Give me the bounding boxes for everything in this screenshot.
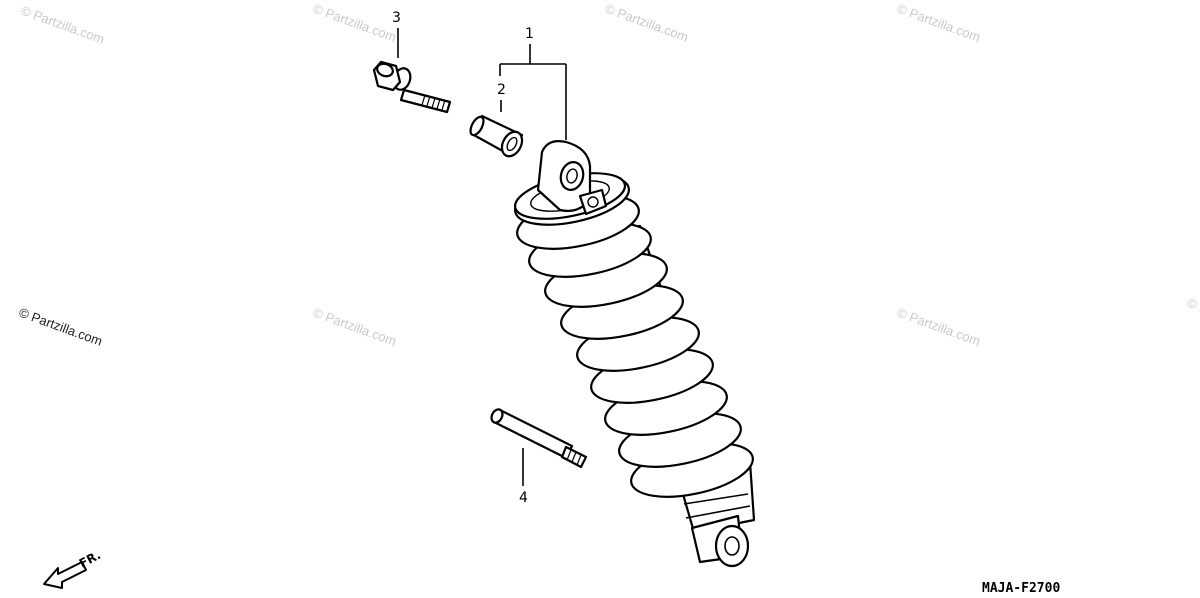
watermark-dark: © Partzilla.com	[17, 305, 104, 349]
watermark: © Partzilla.com	[895, 1, 982, 45]
collar	[469, 114, 524, 158]
leader-lines	[397, 28, 567, 486]
front-direction-arrow: FR.	[43, 548, 103, 589]
rear-shock-absorber	[513, 140, 756, 568]
callout-3: 3	[392, 10, 401, 26]
front-direction-label: FR.	[77, 548, 103, 571]
callout-4: 4	[519, 490, 528, 506]
watermark: © Partzilla.com	[19, 3, 106, 47]
diagram-code: MAJA-F2700	[982, 581, 1060, 596]
callout-1: 1	[525, 26, 534, 42]
callout-2: 2	[497, 82, 506, 98]
watermark: © Partzilla.com	[603, 1, 690, 45]
watermark: © Partzilla.com	[895, 305, 982, 349]
flange-bolt	[372, 60, 452, 114]
pin	[490, 408, 588, 469]
watermark: © Partzilla.com	[311, 1, 398, 45]
watermark: © Partzilla.com	[1185, 295, 1200, 339]
watermark: © Partzilla.com	[311, 305, 398, 349]
